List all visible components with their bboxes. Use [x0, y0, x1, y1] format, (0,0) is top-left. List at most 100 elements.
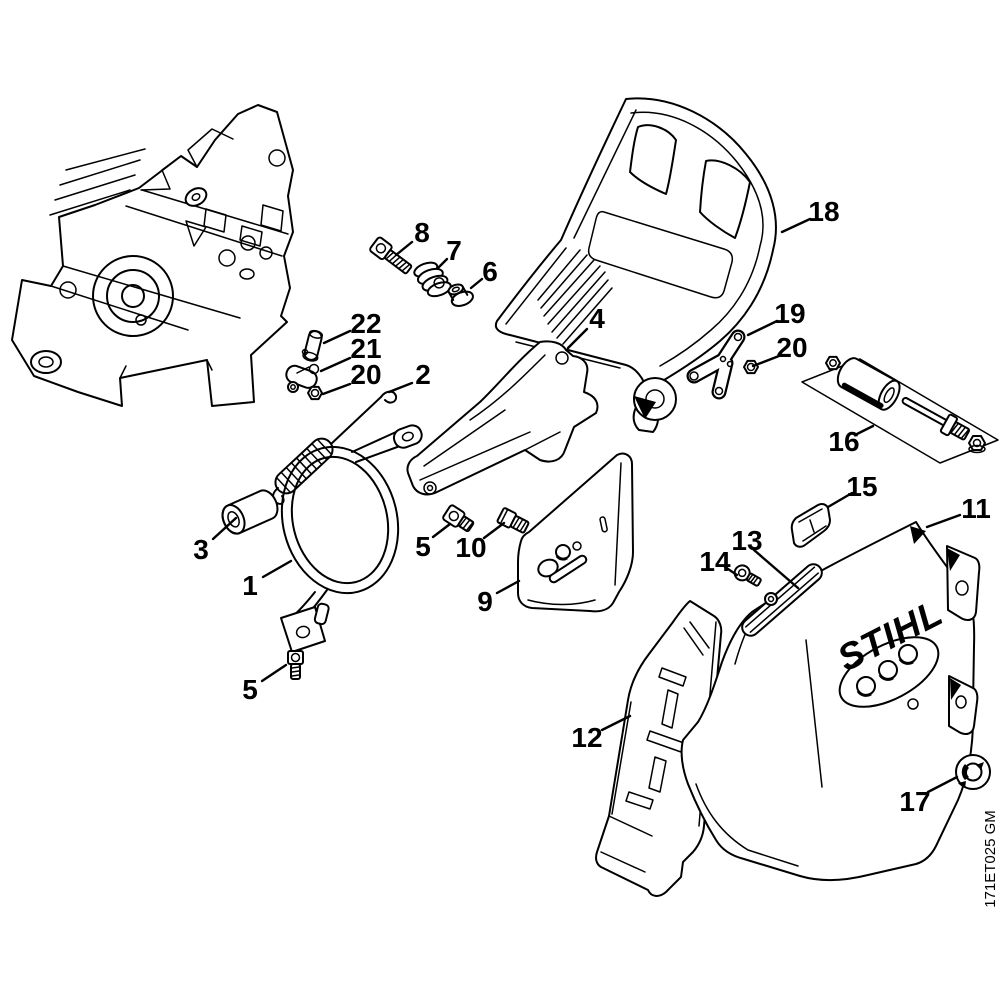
callout-part-16: 16 — [828, 424, 875, 457]
leader-line — [746, 319, 779, 337]
callout-part-1: 1 — [242, 559, 293, 601]
part-number-label: 5 — [242, 674, 258, 705]
brake-band — [280, 424, 423, 653]
part-number-label: 9 — [477, 586, 493, 617]
hex-nut-20-right — [743, 359, 759, 375]
part-number-label: 20 — [350, 359, 381, 390]
callout-part-21: 21 — [319, 333, 382, 373]
part-number-label: 12 — [571, 722, 602, 753]
callout-part-20: 20 — [751, 332, 808, 368]
part-number-label: 17 — [899, 786, 930, 817]
kit-pin — [901, 396, 971, 441]
screw-10 — [496, 507, 530, 534]
leader-line — [826, 491, 854, 509]
tension-spring — [272, 390, 398, 505]
callout-part-11: 11 — [925, 493, 991, 529]
leader-line — [319, 356, 352, 373]
leader-line — [723, 565, 739, 577]
part-number-label: 16 — [828, 426, 859, 457]
screw-8 — [369, 236, 413, 275]
pivot-21 — [285, 363, 320, 393]
part-number-label: 1 — [242, 570, 258, 601]
brake-lever-cover — [406, 340, 599, 496]
callout-part-13: 13 — [731, 525, 800, 590]
callout-part-2: 2 — [387, 359, 431, 394]
callout-part-20: 20 — [321, 359, 382, 396]
guard-recess — [587, 210, 734, 299]
idler-roller — [184, 187, 208, 207]
leader-line — [469, 277, 484, 290]
leader-line — [260, 663, 288, 683]
repair-kit-16 — [801, 355, 999, 464]
callout-part-9: 9 — [477, 579, 521, 617]
part-number-label: 8 — [414, 217, 430, 248]
callout-part-18: 18 — [780, 196, 840, 234]
part-number-label: 11 — [961, 493, 991, 524]
callout-part-22: 22 — [322, 308, 382, 345]
part-number-label: 14 — [699, 546, 731, 577]
leader-line — [482, 521, 506, 540]
part-number-label: 3 — [193, 534, 209, 565]
leader-line — [495, 579, 521, 595]
kit-roller — [836, 357, 901, 411]
tensioner-slide-13 — [741, 563, 823, 637]
part-number-label: 4 — [589, 303, 605, 334]
kit-boundary — [801, 358, 999, 464]
leader-line — [394, 240, 414, 257]
leader-line — [925, 513, 962, 529]
leader-line — [322, 329, 352, 345]
sleeve-3 — [221, 489, 279, 535]
part-number-label: 18 — [808, 196, 839, 227]
part-number-label: 2 — [415, 359, 431, 390]
leader-line — [261, 559, 293, 579]
leader-line — [431, 522, 452, 539]
callout-part-3: 3 — [193, 516, 238, 565]
hex-nut-20-left — [307, 385, 323, 401]
callout-part-14: 14 — [699, 546, 739, 577]
cover-plate-9 — [517, 452, 634, 613]
leader-line — [600, 714, 632, 732]
leader-line — [566, 327, 589, 350]
collar-nut-17 — [955, 754, 991, 790]
crankcase-housing — [11, 104, 294, 407]
cover-cap-15 — [790, 503, 831, 548]
pin-22-hook — [301, 348, 309, 356]
leader-line — [387, 381, 414, 394]
guard-window-right — [699, 159, 751, 239]
screw-14 — [733, 564, 762, 587]
part-number-label: 22 — [350, 308, 381, 339]
brake-lever-linkage — [686, 329, 746, 400]
part-number-label: 19 — [774, 298, 805, 329]
guard-window-left — [629, 124, 677, 195]
callout-part-8: 8 — [394, 217, 430, 257]
part-number-label: 13 — [731, 525, 762, 556]
leader-line — [855, 424, 875, 436]
part-number-label: 10 — [455, 532, 486, 563]
part-number-label: 6 — [482, 256, 498, 287]
callout-part-5: 5 — [415, 522, 452, 562]
part-number-label: 7 — [446, 235, 462, 266]
screw-5-middle — [442, 504, 475, 533]
callout-part-10: 10 — [455, 521, 506, 563]
callout-part-4: 4 — [566, 303, 605, 350]
kit-nut-small — [825, 355, 841, 371]
leader-line — [780, 217, 812, 234]
cover-tab-upper — [946, 545, 981, 621]
leader-line — [926, 775, 959, 794]
drawing-number: 171ET025 GM — [982, 810, 999, 908]
bushing-6 — [447, 283, 474, 307]
leader-line — [321, 382, 352, 396]
leader-line — [752, 548, 800, 590]
part-number-label: 21 — [350, 333, 381, 364]
pin-22 — [302, 329, 324, 362]
leader-line — [751, 354, 781, 368]
kit-nut-flange — [968, 435, 986, 454]
screw-5-bottom — [287, 650, 304, 680]
callout-part-6: 6 — [469, 256, 498, 290]
part-number-label: 15 — [846, 471, 877, 502]
callout-part-12: 12 — [571, 714, 632, 753]
callout-part-19: 19 — [746, 298, 806, 337]
callout-part-15: 15 — [826, 471, 878, 509]
